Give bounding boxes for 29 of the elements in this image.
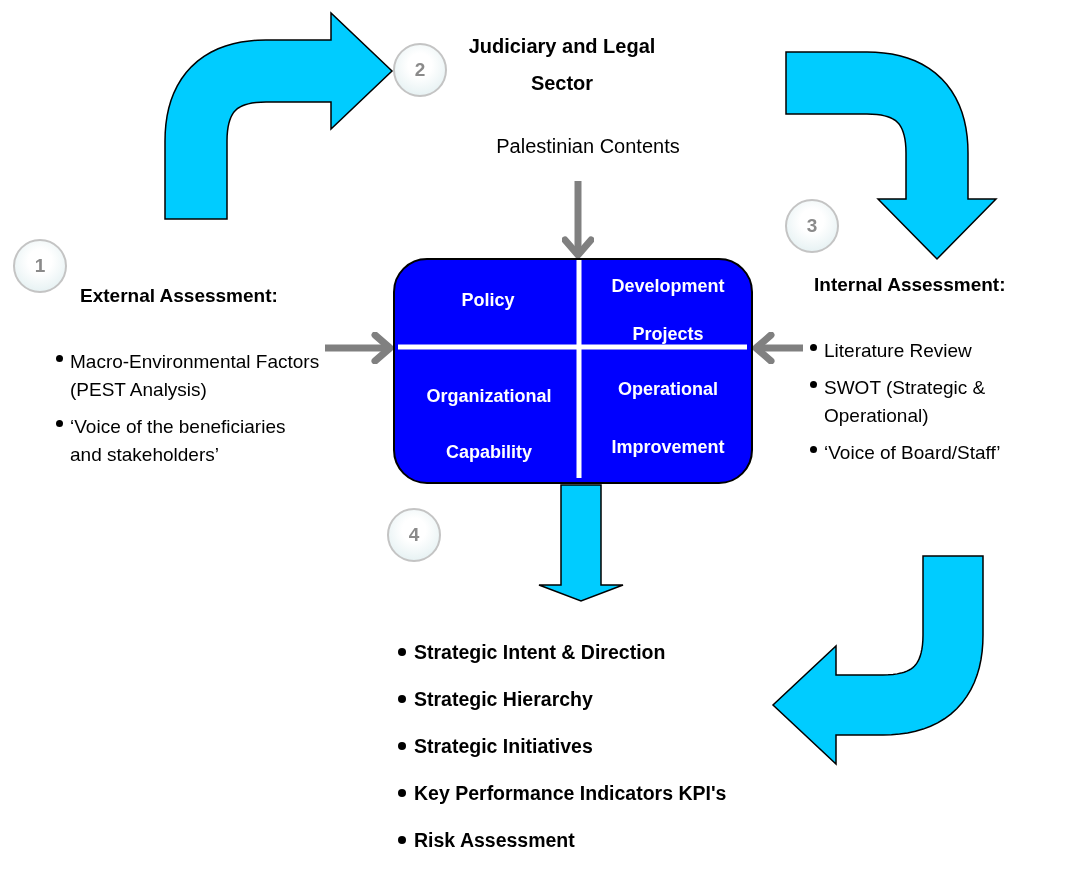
quadrant-label: Organizational Capability (426, 386, 552, 462)
matrix-box (393, 258, 753, 484)
step-circle (13, 239, 67, 293)
bullet-text: Key Performance Indicators KPI's (414, 782, 727, 804)
context-label: Palestinian Contents (496, 135, 680, 157)
step-number: 2 (414, 59, 426, 81)
sector-heading: Judiciary and Legal Sector (467, 34, 657, 96)
bullet-text: Risk Assessment (414, 829, 575, 851)
step-number: 4 (408, 524, 420, 546)
step-number: 1 (34, 255, 46, 277)
quadrant-label: Operational Improvement (611, 379, 725, 457)
step-circle (785, 199, 839, 253)
section-heading: Internal Assessment: (814, 273, 1006, 297)
step-number: 3 (806, 215, 818, 237)
bullet-text: Strategic Initiatives (414, 735, 593, 757)
bullet-text: ‘Voice of Board/Staff’ (824, 441, 1001, 465)
section-heading: External Assessment: (80, 284, 278, 308)
step-circle (393, 43, 447, 97)
quadrant-label: Policy (461, 290, 515, 310)
bullet-text: Macro-Environmental Factors (PEST Analysis) (70, 350, 321, 402)
bullet-text: Strategic Hierarchy (414, 688, 593, 710)
step-circle (387, 508, 441, 562)
quadrant-label: Development Projects (611, 276, 725, 344)
bullet-text: ‘Voice of the beneficiaries and stakeholders’ (70, 415, 287, 467)
bullet-text: Strategic Intent & Direction (414, 641, 666, 663)
bullet-text: SWOT (Strategic & Operational) (824, 376, 987, 428)
block-arrow (785, 51, 998, 261)
bullet-text: Literature Review (824, 339, 972, 363)
block-arrow (538, 484, 624, 602)
